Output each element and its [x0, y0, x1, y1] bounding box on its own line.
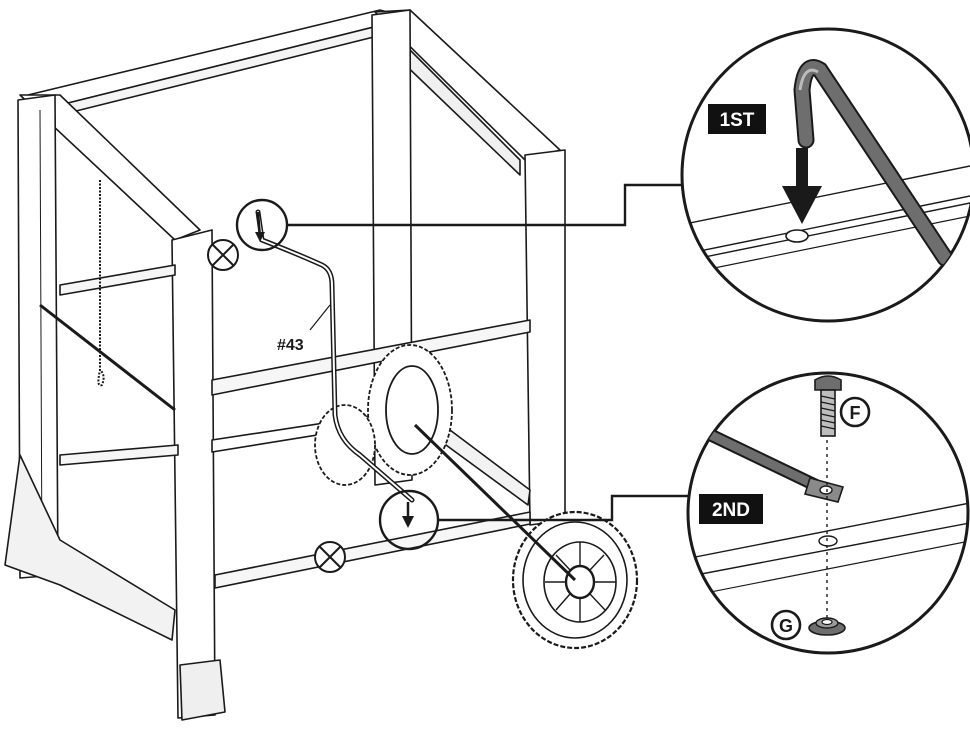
detail-view-1st: 1ST	[680, 27, 970, 323]
step-badge-1st	[708, 104, 766, 134]
detail-view-2nd: F G 2ND	[686, 371, 970, 655]
fastener-badge-f	[839, 396, 871, 428]
arrow-down-icon	[782, 148, 822, 224]
cart-frame	[4, 9, 566, 721]
fastener-label-f: F	[850, 403, 861, 423]
leader-line-1st	[287, 183, 690, 227]
step-label-2nd: 2ND	[712, 500, 750, 521]
chain	[97, 180, 105, 387]
leader-line-2nd	[438, 494, 690, 522]
bolt-f	[814, 375, 842, 437]
axle	[413, 423, 577, 582]
fastener-badge-g	[770, 609, 802, 641]
wheel-back	[314, 344, 453, 486]
step-label-1st: 1ST	[720, 110, 755, 131]
arrow-down-icon	[255, 232, 265, 242]
no-attach-marker-top	[207, 239, 239, 271]
fastener-label-g: G	[779, 616, 793, 636]
step-badge-2nd	[699, 494, 763, 524]
part-label: #43	[277, 337, 304, 354]
nut-g	[808, 617, 846, 636]
no-attach-marker-bottom	[314, 541, 346, 573]
part-leader	[309, 304, 331, 331]
arrow-down-icon	[402, 516, 414, 528]
